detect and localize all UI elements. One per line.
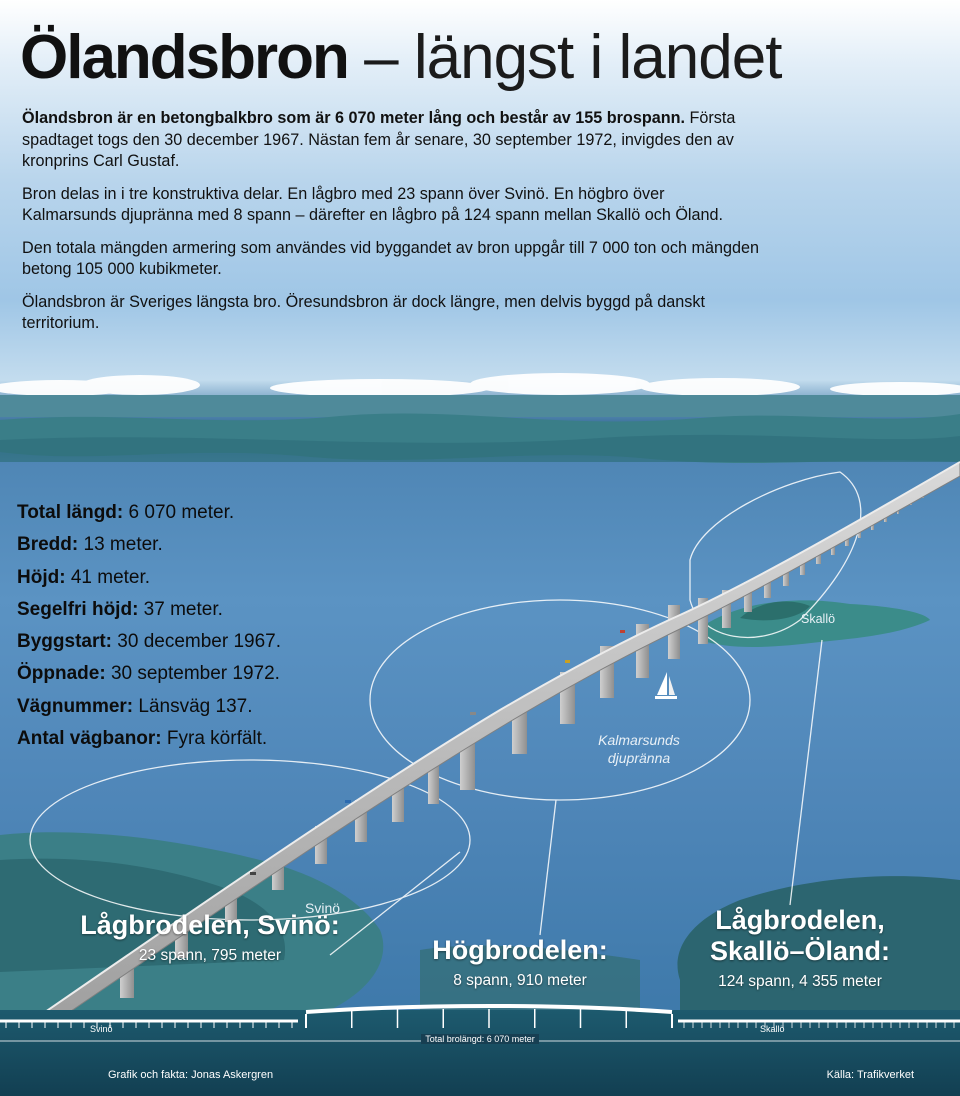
- intro-text: Ölandsbron är en betongbalkbro som är 6 …: [22, 108, 762, 346]
- fact-value: Länsväg 137.: [133, 695, 253, 717]
- fact-label: Bredd:: [17, 534, 79, 556]
- fact-road-number: Vägnummer: Länsväg 137.: [17, 691, 281, 723]
- fact-label: Höjd:: [17, 566, 66, 588]
- fact-label: Total längd:: [17, 502, 124, 523]
- credit-source: Källa: Trafikverket: [826, 1069, 914, 1081]
- intro-p1-rest: Första spadtaget togs den 30 december 19…: [22, 109, 736, 170]
- distant-coast: [0, 395, 960, 464]
- section-heading: Lågbrodelen, Svinö:: [80, 910, 340, 940]
- fact-construction-start: Byggstart: 30 december 1967.: [17, 626, 281, 658]
- fact-label: Öppnade:: [17, 663, 106, 685]
- fact-value: Fyra körfält.: [161, 728, 268, 750]
- title-subtitle: – längst i landet: [347, 23, 782, 92]
- fact-value: 30 september 1972.: [105, 663, 280, 685]
- fact-value: 37 meter.: [138, 598, 223, 620]
- title-main: Ölandsbron: [20, 23, 350, 92]
- sailboat-icon: [655, 672, 677, 699]
- intro-paragraph-3: Den totala mängden armering som användes…: [22, 238, 760, 279]
- intro-paragraph-4: Ölandsbron är Sveriges längsta bro. Öres…: [22, 292, 705, 333]
- intro-paragraph-1: Ölandsbron är en betongbalkbro som är 6 …: [22, 108, 762, 173]
- section-skallo-oland: Lågbrodelen, Skallö–Öland: 124 spann, 4 …: [680, 905, 920, 991]
- fact-value: 30 december 1967.: [112, 631, 282, 653]
- fact-height: Höjd: 41 meter.: [17, 562, 281, 594]
- fact-value: 13 meter.: [78, 534, 163, 556]
- fact-label: Byggstart:: [17, 631, 113, 653]
- section-heading: Lågbrodelen, Skallö–Öland:: [709, 905, 891, 966]
- section-spans: 23 spann, 795 meter: [138, 947, 282, 964]
- page-title: Ölandsbron – längst i landet: [20, 18, 782, 98]
- skallo-label: Skallö: [801, 612, 836, 626]
- profile-label-total: Total brolängd: 6 070 meter: [0, 1034, 960, 1044]
- fact-width: Bredd: 13 meter.: [17, 529, 281, 561]
- profile-label-svino: Svinö: [90, 1024, 113, 1034]
- credit-author: Grafik och fakta: Jonas Askergren: [108, 1069, 274, 1081]
- fact-clearance: Segelfri höjd: 37 meter.: [17, 594, 281, 626]
- fact-opened: Öppnade: 30 september 1972.: [17, 658, 281, 690]
- svino-label: Svinö: [305, 900, 341, 916]
- horizon-clouds: [0, 373, 960, 397]
- facts-list: Total längd: 6 070 meter. Bredd: 13 mete…: [17, 497, 281, 755]
- section-hogbro: Högbrodelen: 8 spann, 910 meter: [400, 935, 640, 990]
- profile-piers: [5, 1009, 955, 1028]
- fact-label: Vägnummer:: [17, 695, 134, 717]
- fact-lanes: Antal vägbanor: Fyra körfält.: [17, 723, 281, 755]
- intro-lead: Ölandsbron är en betongbalkbro som är 6 …: [22, 109, 685, 127]
- profile-total-text: Total brolängd: 6 070 meter: [421, 1034, 539, 1044]
- section-svino: Lågbrodelen, Svinö: 23 spann, 795 meter: [80, 910, 340, 965]
- section-spans: 124 spann, 4 355 meter: [718, 973, 882, 990]
- intro-paragraph-2: Bron delas in i tre konstruktiva delar. …: [22, 184, 724, 225]
- profile-band: [0, 1010, 960, 1096]
- fact-label: Antal vägbanor:: [17, 728, 162, 750]
- kalmarsund-label: Kalmarsunds djupränna: [598, 732, 680, 766]
- section-heading: Högbrodelen:: [432, 935, 608, 965]
- fact-total-length: Total längd: 6 070 meter.: [17, 497, 281, 529]
- fact-value: 6 070 meter.: [123, 502, 235, 523]
- callout-lines: [29, 471, 862, 956]
- profile-label-skallo: Skallö: [760, 1024, 785, 1034]
- oland-land: [677, 876, 960, 1012]
- fact-label: Segelfri höjd:: [17, 598, 139, 620]
- section-spans: 8 spann, 910 meter: [453, 972, 587, 989]
- fact-value: 41 meter.: [65, 566, 151, 588]
